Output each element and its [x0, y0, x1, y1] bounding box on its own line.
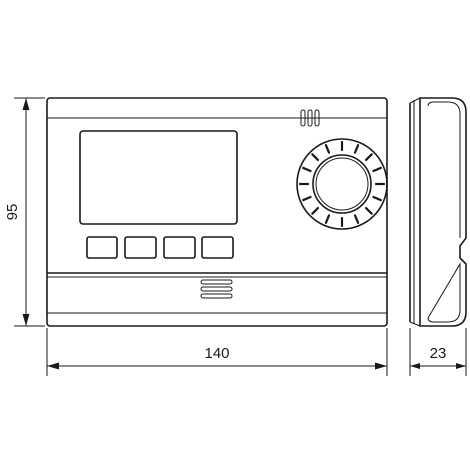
width-dimension: 140: [46, 328, 388, 376]
knob-tick: [353, 144, 360, 154]
bottom-vent-slots: [200, 279, 233, 299]
knob-tick: [311, 206, 320, 215]
knob-tick: [372, 166, 382, 173]
housing-outline: [46, 97, 388, 327]
rotary-knob: [296, 138, 388, 230]
side-profile-outline: [419, 97, 467, 327]
button-3: [163, 236, 196, 259]
knob-tick: [324, 144, 331, 154]
height-dimension: 95: [4, 97, 45, 327]
side-view: [409, 97, 467, 327]
knob-tick: [311, 153, 320, 162]
knob-tick: [302, 195, 312, 202]
side-plate-top: [409, 97, 421, 104]
depth-dimension: 23: [409, 328, 467, 376]
knob-tick-marks: [298, 140, 386, 228]
knob-tick: [372, 195, 382, 202]
knob-tick: [302, 166, 312, 173]
height-dimension-label: 95: [4, 204, 21, 221]
side-plate-bottom: [409, 321, 421, 327]
front-view: [46, 97, 388, 327]
width-dimension-label: 140: [204, 345, 229, 362]
top-vent-slots: [300, 109, 320, 127]
knob-tick: [353, 214, 360, 224]
knob-tick: [364, 206, 373, 215]
button-2: [124, 236, 157, 259]
display-screen: [79, 130, 238, 225]
depth-dimension-label: 23: [430, 345, 447, 362]
side-inner-contour: [427, 101, 461, 323]
button-4: [201, 236, 234, 259]
knob-tick: [324, 214, 331, 224]
button-1: [86, 236, 118, 259]
knob-tick: [364, 153, 373, 162]
